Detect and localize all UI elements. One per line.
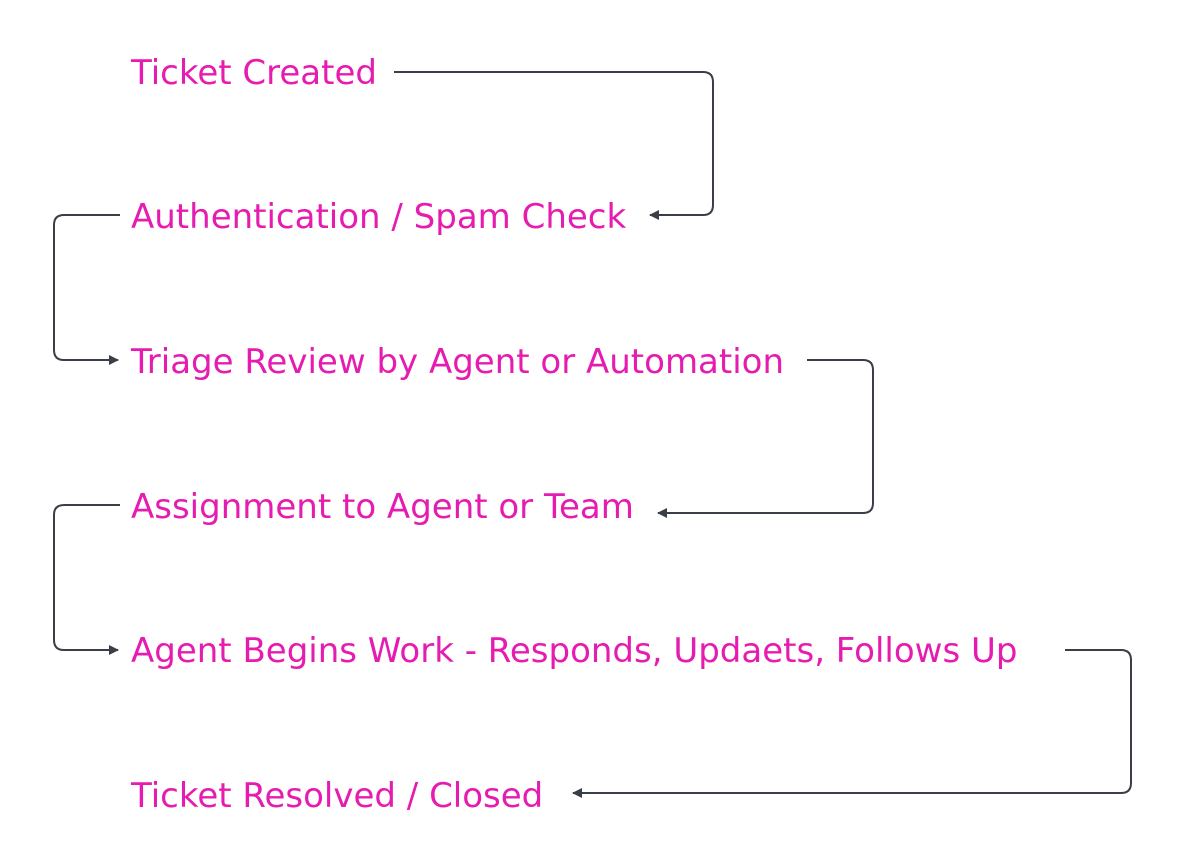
connector-assignment-to-work — [53, 504, 120, 655]
step-agent-begins-work: Agent Begins Work - Responds, Updaets, F… — [131, 631, 1017, 671]
connector-work-to-resolved — [572, 649, 1132, 798]
step-ticket-created: Ticket Created — [130, 53, 377, 93]
step-assignment: Assignment to Agent or Team — [131, 487, 634, 527]
connector-auth-to-triage — [53, 214, 120, 365]
step-ticket-resolved: Ticket Resolved / Closed — [130, 776, 543, 816]
step-authentication-spam-check: Authentication / Spam Check — [131, 197, 626, 237]
step-triage-review: Triage Review by Agent or Automation — [130, 342, 784, 382]
connector-triage-to-assignment — [657, 359, 874, 518]
connector-created-to-auth — [394, 71, 714, 220]
